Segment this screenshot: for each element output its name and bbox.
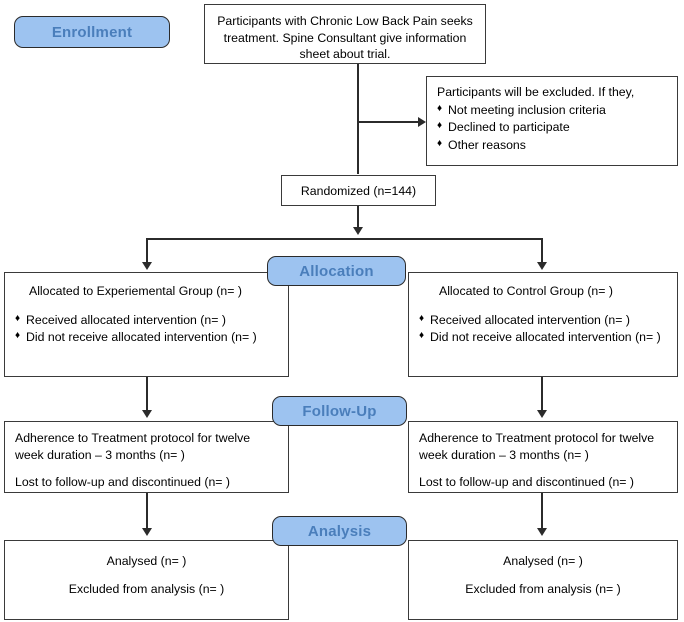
excluded-reason-2-text: Other reasons [448,137,526,152]
connector-followup-exp-to-analysis [146,493,148,530]
randomized-text: Randomized (n=144) [300,184,417,198]
diamond-bullet-icon: ♦ [419,330,425,342]
diamond-bullet-icon: ♦ [15,312,21,324]
analysis-experimental-line1: Analysed (n= ) [106,554,187,568]
connector-followup-ctrl-to-analysis [541,493,543,530]
allocation-experimental-title: Allocated to Experiemental Group (n= ) [29,284,242,298]
stage-pill-analysis-label: Analysis [307,522,372,540]
allocation-experimental-item-1-text: Did not receive allocated intervention (… [26,330,257,345]
spacer [15,463,278,474]
followup-control-line1: Adherence to Treatment protocol for twel… [419,431,655,462]
stage-pill-followup: Follow-Up [272,396,407,426]
analysis-experimental-box: Analysed (n= ) Excluded from analysis (n… [4,540,289,620]
allocation-control-item-0: ♦ Received allocated intervention (n= ) [419,312,667,329]
excluded-heading: Participants will be excluded. If they, [437,85,635,99]
connector-alloc-exp-to-followup [146,377,148,412]
analysis-experimental-line2: Excluded from analysis (n= ) [68,581,225,596]
followup-experimental-line1: Adherence to Treatment protocol for twel… [15,431,251,462]
stage-pill-allocation-label: Allocation [299,262,374,280]
connector-alloc-ctrl-to-followup [541,377,543,412]
spacer [419,463,667,474]
spacer [419,570,667,581]
analysis-control-line2: Excluded from analysis (n= ) [465,581,621,596]
enrollment-source-box: Participants with Chronic Low Back Pain … [204,4,486,64]
diamond-bullet-icon: ♦ [437,137,443,149]
analysis-control-line1: Analysed (n= ) [503,554,583,568]
allocation-experimental-item-1: ♦ Did not receive allocated intervention… [15,329,278,346]
excluded-reason-2: ♦ Other reasons [437,137,667,154]
arrowhead-alloc-ctrl-to-followup [537,410,547,418]
arrowhead-alloc-exp-to-followup [142,410,152,418]
arrowhead-followup-exp-to-analysis [142,528,152,536]
diamond-bullet-icon: ♦ [437,120,443,132]
arrowhead-to-excluded [418,117,426,127]
enrollment-source-text: Participants with Chronic Low Back Pain … [217,14,473,62]
stage-pill-analysis: Analysis [272,516,407,546]
connector-split-bar [146,238,542,240]
allocation-control-item-1: ♦ Did not receive allocated intervention… [419,329,667,346]
excluded-reason-0: ♦ Not meeting inclusion criteria [437,102,667,119]
excluded-box: Participants will be excluded. If they, … [426,76,678,166]
allocation-control-item-1-text: Did not receive allocated intervention (… [430,330,661,345]
excluded-reason-1-text: Declined to participate [448,120,570,135]
diamond-bullet-icon: ♦ [15,330,21,342]
stage-pill-enrollment-label: Enrollment [51,23,133,41]
followup-experimental-line2: Lost to follow-up and discontinued (n= ) [15,475,230,490]
spacer [15,300,278,311]
excluded-reason-1: ♦ Declined to participate [437,119,667,136]
arrowhead-split-right [537,262,547,270]
connector-split-right-drop [541,238,543,264]
connector-source-to-randomized [357,64,359,174]
allocation-experimental-item-0: ♦ Received allocated intervention (n= ) [15,312,278,329]
stage-pill-enrollment: Enrollment [14,16,170,48]
diamond-bullet-icon: ♦ [419,312,425,324]
connector-randomized-down [357,206,359,229]
allocation-control-box: Allocated to Control Group (n= ) ♦ Recei… [408,272,678,377]
arrowhead-followup-ctrl-to-analysis [537,528,547,536]
connector-split-left-drop [146,238,148,264]
stage-pill-followup-label: Follow-Up [302,402,377,420]
arrowhead-split-left [142,262,152,270]
followup-control-line2: Lost to follow-up and discontinued (n= ) [419,475,634,490]
spacer [15,570,278,581]
diamond-bullet-icon: ♦ [437,102,443,114]
randomized-box: Randomized (n=144) [281,175,436,206]
followup-experimental-box: Adherence to Treatment protocol for twel… [4,421,289,493]
analysis-control-box: Analysed (n= ) Excluded from analysis (n… [408,540,678,620]
allocation-experimental-box: Allocated to Experiemental Group (n= ) ♦… [4,272,289,377]
followup-control-box: Adherence to Treatment protocol for twel… [408,421,678,493]
excluded-reason-0-text: Not meeting inclusion criteria [448,102,606,117]
allocation-control-title: Allocated to Control Group (n= ) [439,284,613,298]
stage-pill-allocation: Allocation [267,256,406,286]
spacer [419,300,667,311]
allocation-control-item-0-text: Received allocated intervention (n= ) [430,312,630,327]
allocation-experimental-item-0-text: Received allocated intervention (n= ) [26,312,226,327]
arrowhead-randomized-down [353,227,363,235]
connector-to-excluded [358,121,420,123]
